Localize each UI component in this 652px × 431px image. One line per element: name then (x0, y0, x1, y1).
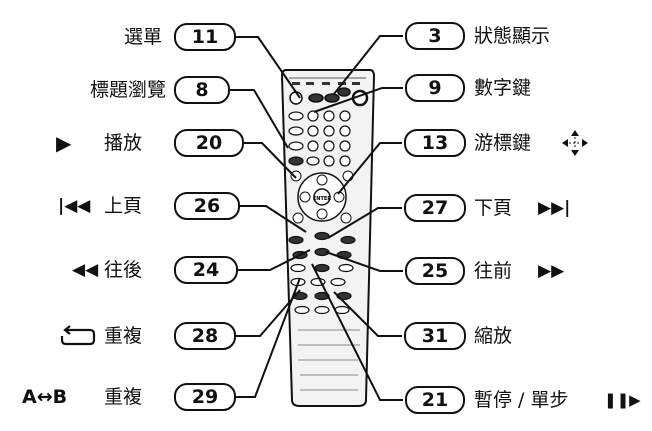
callout-3: 3 (405, 22, 465, 50)
label-fast-forward: 往前 (474, 260, 513, 282)
label-pause-step: 暫停 / 單步 (474, 389, 569, 411)
label-cursor-keys: 游標鍵 (474, 132, 532, 154)
label-rewind: 往後 (104, 259, 143, 281)
label-play: 播放 (104, 132, 143, 154)
label-title-browse: 標題瀏覽 (89, 79, 166, 101)
callout-13: 13 (404, 129, 466, 157)
callout-25: 25 (405, 257, 465, 285)
rewind-icon: ◀◀ (72, 260, 99, 280)
pause-step-icon: ❚❚▶ (604, 391, 641, 409)
callout-8: 8 (174, 76, 230, 104)
callout-11: 11 (174, 23, 236, 51)
nav-cluster: ENTER (290, 170, 354, 224)
fast-forward-icon: ▶▶ (538, 261, 565, 281)
callout-28: 28 (174, 322, 236, 350)
play-icon: ▶ (56, 131, 72, 155)
callout-29: 29 (174, 383, 236, 411)
repeat-icon (60, 325, 96, 346)
leader-lines (230, 35, 403, 401)
enter-button-label: ENTER (313, 196, 331, 202)
callout-20: 20 (174, 129, 244, 157)
label-repeat: 重複 (104, 325, 143, 347)
label-next-page: 下頁 (474, 197, 513, 219)
next-page-icon: ▶▶| (538, 198, 571, 218)
label-menu: 選單 (123, 26, 162, 48)
label-number-keys: 數字鍵 (474, 77, 532, 99)
previous-page-icon: |◀◀ (58, 196, 91, 216)
label-previous-page: 上頁 (104, 195, 143, 217)
callout-24: 24 (174, 256, 238, 284)
cursor-keys-icon (562, 130, 588, 156)
callout-21: 21 (405, 386, 465, 414)
callout-9: 9 (405, 74, 465, 102)
callout-27: 27 (404, 194, 466, 222)
callout-26: 26 (174, 192, 240, 220)
label-ab-repeat: 重複 (104, 386, 143, 408)
callout-31: 31 (404, 322, 466, 350)
label-status-display: 狀態顯示 (474, 25, 551, 47)
label-zoom: 縮放 (474, 325, 513, 347)
ab-repeat-icon: A↔B (22, 386, 68, 408)
